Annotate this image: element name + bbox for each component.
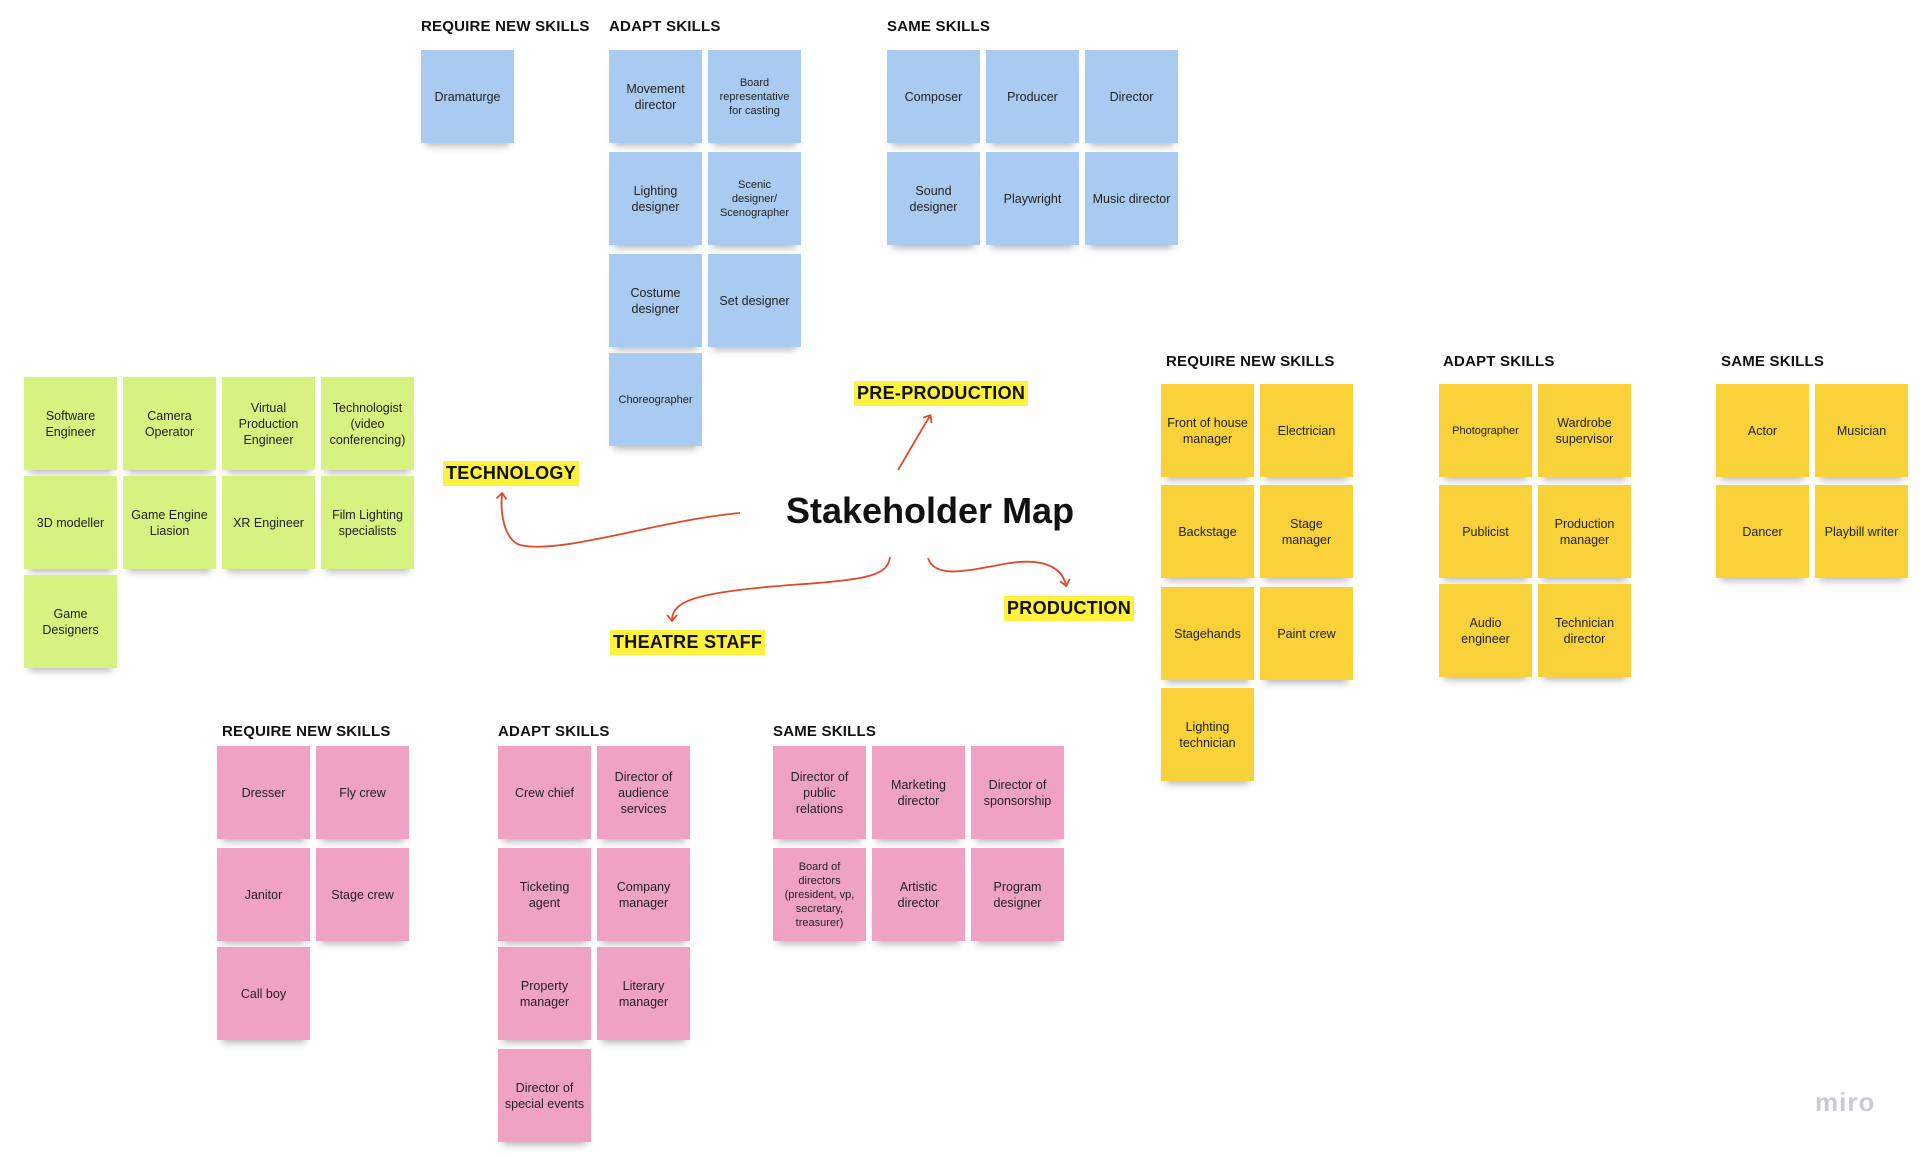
sticky-note[interactable]: Audio engineer [1439,584,1532,677]
category-technology: TECHNOLOGY [443,461,580,486]
sticky-note[interactable]: Property manager [498,947,591,1040]
production-adapt-heading: ADAPT SKILLS [1443,353,1555,370]
sticky-note[interactable]: Lighting technician [1161,688,1254,781]
map-title: Stakeholder Map [786,490,1075,531]
sticky-note[interactable]: Program designer [971,848,1064,941]
sticky-note[interactable]: Technologist (video conferencing) [321,377,414,470]
sticky-note[interactable]: Backstage [1161,485,1254,578]
sticky-note[interactable]: Electrician [1260,384,1353,477]
sticky-note[interactable]: Dancer [1716,485,1809,578]
sticky-note[interactable]: Director of special events [498,1049,591,1142]
sticky-note[interactable]: Software Engineer [24,377,117,470]
theatre-staff-require-heading: REQUIRE NEW SKILLS [222,723,391,740]
production-same-heading: SAME SKILLS [1721,353,1825,370]
pre-production-adapt-heading: ADAPT SKILLS [609,18,721,35]
sticky-note[interactable]: Musician [1815,384,1908,477]
arrow-to-technology [495,491,741,548]
sticky-note[interactable]: Literary manager [597,947,690,1040]
sticky-note[interactable]: Dresser [217,746,310,839]
sticky-note[interactable]: Stage manager [1260,485,1353,578]
sticky-note[interactable]: Call boy [217,947,310,1040]
sticky-note[interactable]: Director [1085,50,1178,143]
sticky-note[interactable]: Production manager [1538,485,1631,578]
sticky-note[interactable]: Director of sponsorship [971,746,1064,839]
sticky-note[interactable]: Scenic designer/ Scenographer [708,152,801,245]
sticky-note[interactable]: Composer [887,50,980,143]
sticky-note[interactable]: Photographer [1439,384,1532,477]
sticky-note[interactable]: Dramaturge [421,50,514,143]
sticky-note[interactable]: Lighting designer [609,152,702,245]
sticky-note[interactable]: Playwright [986,152,1079,245]
sticky-note[interactable]: XR Engineer [222,476,315,569]
sticky-note[interactable]: Stage crew [316,848,409,941]
sticky-note[interactable]: Board of directors (president, vp, secre… [773,848,866,941]
miro-logo: miro [1815,1087,1876,1117]
sticky-note[interactable]: Costume designer [609,254,702,347]
sticky-note[interactable]: Stagehands [1161,587,1254,680]
sticky-note[interactable]: Camera Operator [123,377,216,470]
sticky-note[interactable]: Company manager [597,848,690,941]
sticky-note[interactable]: Movement director [609,50,702,143]
category-theatre-staff: THEATRE STAFF [610,630,766,655]
sticky-note[interactable]: Fly crew [316,746,409,839]
sticky-note[interactable]: Board representative for casting [708,50,801,143]
arrow-to-production [927,557,1071,588]
sticky-note[interactable]: Sound designer [887,152,980,245]
sticky-note[interactable]: Publicist [1439,485,1532,578]
sticky-note[interactable]: Janitor [217,848,310,941]
arrow-to-pre-production [897,413,933,471]
production-require-heading: REQUIRE NEW SKILLS [1166,353,1335,370]
sticky-note[interactable]: Marketing director [872,746,965,839]
sticky-note[interactable]: Technician director [1538,584,1631,677]
sticky-note[interactable]: Wardrobe supervisor [1538,384,1631,477]
sticky-note[interactable]: Producer [986,50,1079,143]
sticky-note[interactable]: 3D modeller [24,476,117,569]
arrow-to-theatre-staff [666,556,891,623]
category-production: PRODUCTION [1004,596,1134,621]
sticky-note[interactable]: Playbill writer [1815,485,1908,578]
sticky-note[interactable]: Paint crew [1260,587,1353,680]
sticky-note[interactable]: Crew chief [498,746,591,839]
sticky-note[interactable]: Director of audience services [597,746,690,839]
sticky-note[interactable]: Artistic director [872,848,965,941]
sticky-note[interactable]: Music director [1085,152,1178,245]
theatre-staff-adapt-heading: ADAPT SKILLS [498,723,610,740]
sticky-note[interactable]: Game Designers [24,575,117,668]
category-pre-production: PRE-PRODUCTION [854,381,1029,406]
sticky-note[interactable]: Director of public relations [773,746,866,839]
sticky-note[interactable]: Ticketing agent [498,848,591,941]
sticky-note[interactable]: Front of house manager [1161,384,1254,477]
theatre-staff-same-heading: SAME SKILLS [773,723,877,740]
pre-production-require-heading: REQUIRE NEW SKILLS [421,18,590,35]
sticky-note[interactable]: Virtual Production Engineer [222,377,315,470]
sticky-note[interactable]: Set designer [708,254,801,347]
pre-production-same-heading: SAME SKILLS [887,18,991,35]
sticky-note[interactable]: Film Lighting specialists [321,476,414,569]
sticky-note[interactable]: Choreographer [609,353,702,446]
sticky-note[interactable]: Actor [1716,384,1809,477]
sticky-note[interactable]: Game Engine Liasion [123,476,216,569]
